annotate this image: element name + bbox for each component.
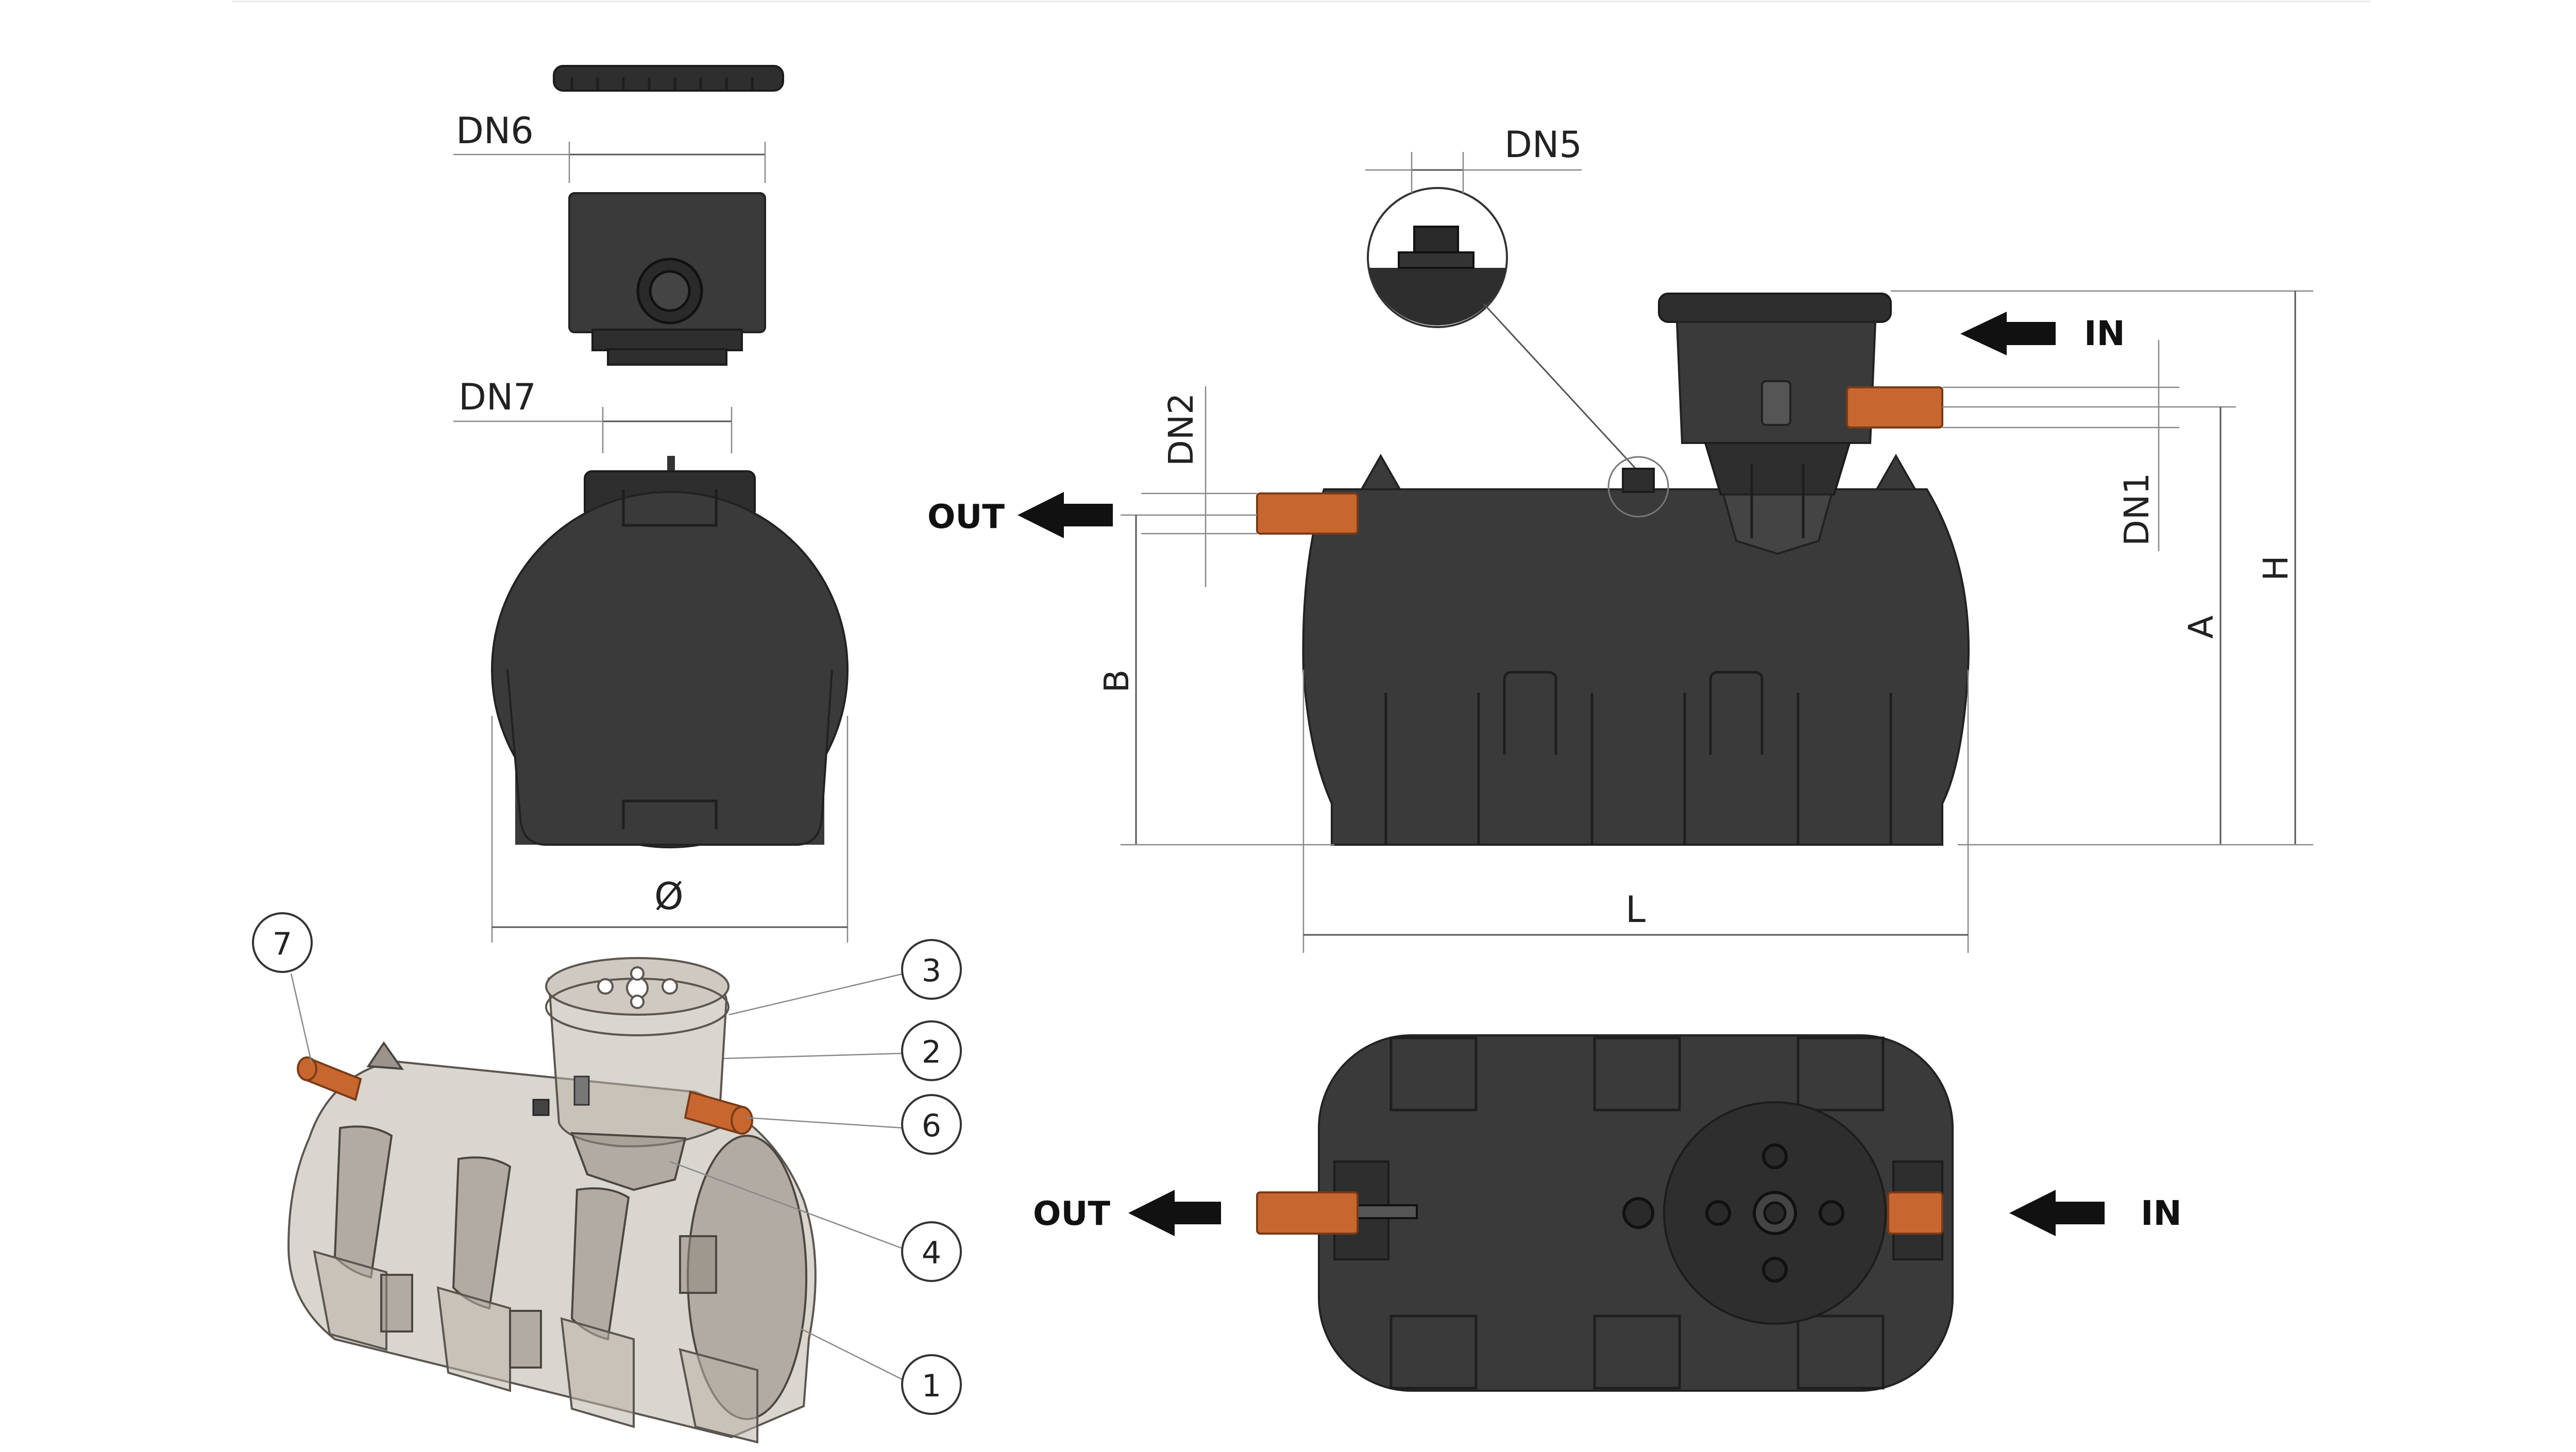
svg-text:2: 2 [922, 1034, 941, 1070]
a-label: A [2181, 616, 2221, 639]
out-arrow-icon [1018, 492, 1113, 538]
front-view: DN6 DN7 Ø [453, 65, 849, 943]
callout-2 [901, 1020, 962, 1081]
callout-7 [252, 912, 313, 973]
isometric-view: 7 3 2 6 4 1 [252, 912, 962, 1444]
callout-6 [901, 1094, 962, 1155]
out-label-top: OUT [1033, 1195, 1110, 1233]
tank-front-body [491, 456, 849, 848]
in-label-side: IN [2084, 314, 2125, 353]
in-arrow-icon [1960, 312, 2056, 355]
svg-text:6: 6 [922, 1108, 941, 1144]
inlet-pipe [1846, 386, 1943, 429]
dn5-label: DN5 [1504, 124, 1582, 166]
inlet-chamber [1658, 293, 1892, 555]
svg-text:4: 4 [922, 1235, 941, 1271]
dn5-detail-circle [1367, 187, 1637, 470]
outlet-pipe-top [1256, 1191, 1359, 1235]
svg-text:1: 1 [922, 1368, 941, 1404]
h-label: H [2256, 555, 2296, 581]
extension-housing [568, 192, 766, 366]
callout-3 [901, 939, 962, 1000]
out-label-side: OUT [927, 498, 1005, 536]
dn6-label: DN6 [456, 110, 534, 152]
outlet-pipe [1256, 492, 1359, 535]
svg-text:3: 3 [922, 953, 941, 989]
l-label: L [1625, 889, 1646, 931]
lid [553, 65, 784, 92]
callout-1 [901, 1354, 962, 1415]
inlet-pipe-top [1887, 1191, 1943, 1235]
dn2-label: DN2 [1161, 393, 1201, 466]
dn1-label: DN1 [2117, 473, 2157, 546]
in-label-top: IN [2141, 1193, 2182, 1233]
top-view: OUT IN [1033, 1034, 2182, 1392]
dn7-label: DN7 [459, 376, 536, 418]
side-view: DN5 [927, 124, 2313, 953]
callout-4 [901, 1221, 962, 1282]
b-label: B [1097, 670, 1137, 693]
tank-side-body [1302, 453, 1970, 846]
svg-text:7: 7 [273, 926, 292, 962]
out-arrow-top-icon [1128, 1190, 1221, 1236]
in-arrow-top-icon [2009, 1190, 2105, 1236]
diameter-label: Ø [654, 875, 684, 918]
